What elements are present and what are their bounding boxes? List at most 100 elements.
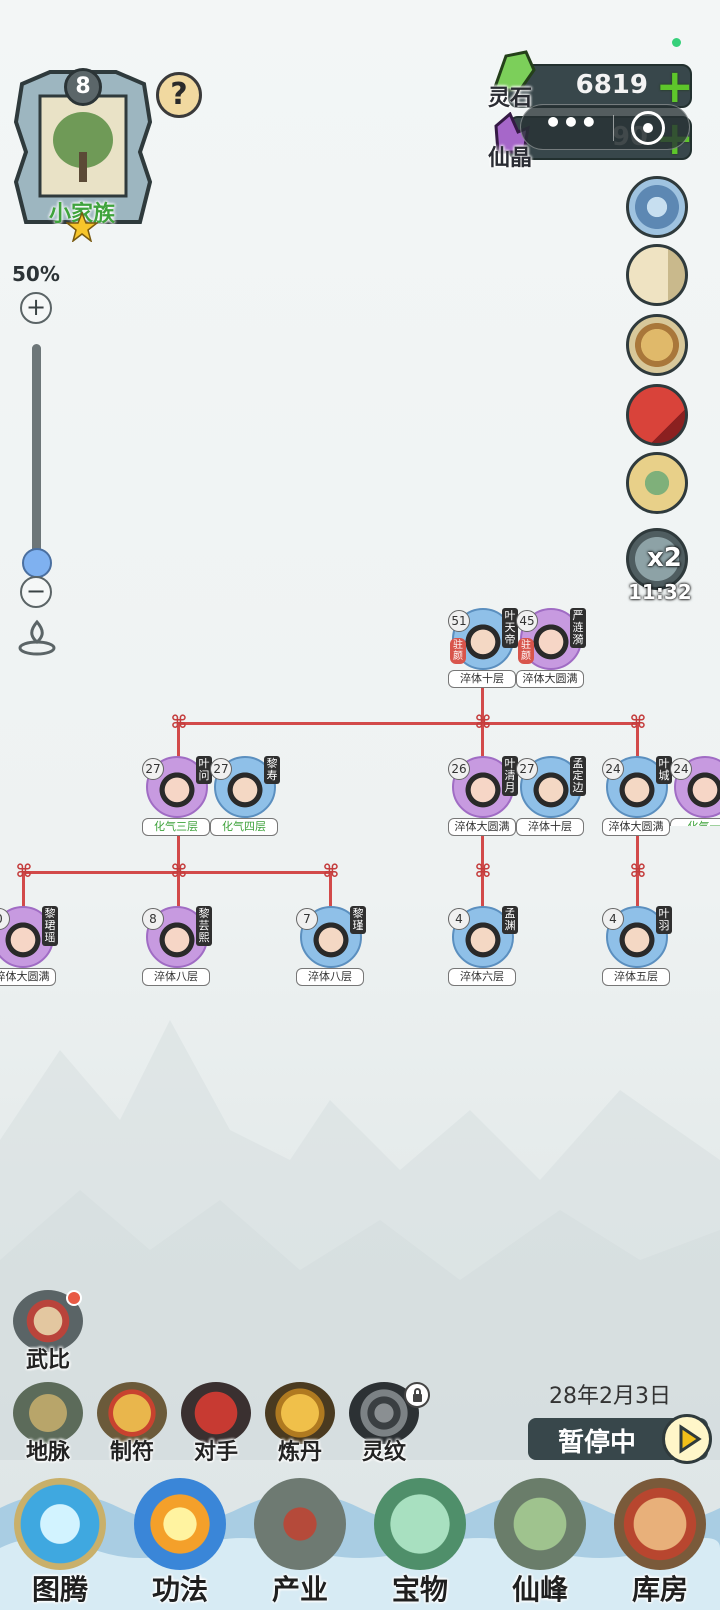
alchemy-button[interactable]: 炼丹: [260, 1382, 340, 1472]
family-member[interactable]: 27 孟定边 淬体十层: [516, 756, 586, 836]
member-age: 27: [516, 758, 538, 780]
bamboo-scroll-icon[interactable]: [626, 314, 688, 376]
member-age: 24: [602, 758, 624, 780]
nav-peak[interactable]: 仙峰: [484, 1468, 596, 1610]
pattern-button[interactable]: 灵纹: [344, 1382, 430, 1472]
pause-label: 暂停中: [558, 1428, 637, 1458]
member-age: 4: [602, 908, 624, 930]
nav-totem[interactable]: 图腾: [4, 1468, 116, 1610]
member-age: 26: [448, 758, 470, 780]
member-status: 驻颜: [450, 638, 466, 664]
cauldron-icon: [265, 1382, 335, 1444]
clan-frame-icon: [13, 70, 153, 224]
family-member[interactable]: 7 黎瑾 淬体八层: [296, 906, 366, 986]
clan-level-badge: 8: [64, 68, 102, 106]
tree-line: [22, 871, 25, 907]
settings-gear-icon[interactable]: [626, 176, 688, 238]
member-name: 孟定边: [570, 756, 586, 796]
family-member[interactable]: 27 黎寿 化气四层: [210, 756, 280, 836]
tree-line: [177, 722, 639, 725]
zoom-in-button[interactable]: +: [20, 292, 52, 324]
member-name: 叶羽: [656, 906, 672, 934]
member-realm: 淬体八层: [142, 968, 210, 986]
house-mountain-icon: [254, 1478, 346, 1570]
tree-line: [636, 722, 639, 758]
add-spirit-stone-button[interactable]: +: [655, 59, 694, 113]
talisman-label: 制符: [109, 1440, 154, 1465]
lock-icon: [404, 1382, 430, 1408]
member-age: 51: [448, 610, 470, 632]
more-menu-icon[interactable]: •••: [544, 106, 598, 139]
nav-storehouse[interactable]: 库房: [604, 1468, 716, 1610]
game-date: 28年2月3日: [549, 1384, 671, 1409]
member-name: 叶城: [656, 756, 672, 784]
family-member[interactable]: 24 叶城 淬体大圆满: [602, 756, 672, 836]
jade-seal-icon[interactable]: [626, 452, 688, 514]
help-button[interactable]: ?: [156, 72, 202, 118]
tree-knot-icon: ⌘: [474, 712, 492, 733]
member-name: 黎芸熙: [196, 906, 212, 946]
member-age: 27: [210, 758, 232, 780]
tree-line: [177, 722, 180, 758]
member-realm: 化气一: [670, 818, 720, 826]
close-miniprogram-icon[interactable]: [631, 111, 665, 145]
play-icon: [662, 1414, 712, 1464]
zoom-slider-track[interactable]: [32, 344, 41, 554]
locate-icon[interactable]: [16, 616, 58, 658]
member-name: 严涟漪: [570, 608, 586, 648]
family-member[interactable]: 24 化气一: [670, 756, 720, 826]
star-icon: [66, 212, 98, 242]
member-name: 叶清月: [502, 756, 518, 796]
tree-knot-icon: ⌘: [474, 861, 492, 882]
member-realm: 淬体大圆满: [0, 968, 56, 986]
notification-dot: [66, 1290, 82, 1306]
family-member[interactable]: 26 叶清月 淬体大圆满: [448, 756, 518, 836]
tree-line: [481, 835, 484, 907]
nav-label: 产业: [271, 1573, 328, 1606]
member-realm: 淬体十层: [516, 818, 584, 836]
nav-label: 宝物: [391, 1573, 448, 1606]
speed-clock-icon[interactable]: x2: [626, 528, 688, 590]
talisman-icon: [97, 1382, 167, 1444]
member-realm: 化气三层: [142, 818, 210, 836]
zoom-out-button[interactable]: −: [20, 576, 52, 608]
letter-scroll-icon[interactable]: [626, 244, 688, 306]
family-member[interactable]: 8 黎芸熙 淬体八层: [142, 906, 212, 986]
speed-timer: 11:32: [628, 580, 692, 604]
tree-line: [329, 871, 332, 907]
pause-toggle-button[interactable]: 暂停中: [528, 1414, 712, 1464]
zoom-slider-handle[interactable]: [22, 548, 52, 578]
duel-button[interactable]: 武比: [8, 1290, 88, 1380]
family-member[interactable]: 4 孟渊 淬体六层: [448, 906, 518, 986]
tree-knot-icon: ⌘: [15, 861, 33, 882]
clan-badge[interactable]: 8 小家族: [10, 62, 156, 242]
family-member[interactable]: 4 叶羽 淬体五层: [602, 906, 672, 986]
flame-book-icon: [134, 1478, 226, 1570]
rival-button[interactable]: 对手: [176, 1382, 256, 1472]
member-realm: 淬体十层: [448, 670, 516, 688]
nav-label: 库房: [631, 1573, 688, 1606]
earth-vein-label: 地脉: [25, 1440, 70, 1465]
member-age: 27: [142, 758, 164, 780]
member-age: 4: [448, 908, 470, 930]
red-book-icon[interactable]: [626, 384, 688, 446]
gate-icon: [181, 1382, 251, 1444]
family-member[interactable]: 0 黎珺瑶 淬体大圆满: [0, 906, 58, 986]
member-name: 黎珺瑶: [42, 906, 58, 946]
earth-vein-button[interactable]: 地脉: [8, 1382, 88, 1472]
tree-line: [636, 835, 639, 907]
crystal-icon: [494, 112, 530, 154]
member-age: 45: [516, 610, 538, 632]
crystal-label: 仙晶: [488, 146, 533, 171]
jade-artifact-icon: [374, 1478, 466, 1570]
nav-industry[interactable]: 产业: [244, 1468, 356, 1610]
nav-treasure[interactable]: 宝物: [364, 1468, 476, 1610]
family-member[interactable]: 27 叶问 化气三层: [142, 756, 212, 836]
family-member[interactable]: 45 严涟漪 驻颜 淬体大圆满: [516, 608, 586, 688]
tree-knot-icon: ⌘: [629, 712, 647, 733]
talisman-button[interactable]: 制符: [92, 1382, 172, 1472]
totem-orb-icon: [14, 1478, 106, 1570]
nav-technique[interactable]: 功法: [124, 1468, 236, 1610]
member-realm: 淬体大圆满: [448, 818, 516, 836]
family-member[interactable]: 51 叶天帝 驻颜 淬体十层: [448, 608, 518, 688]
